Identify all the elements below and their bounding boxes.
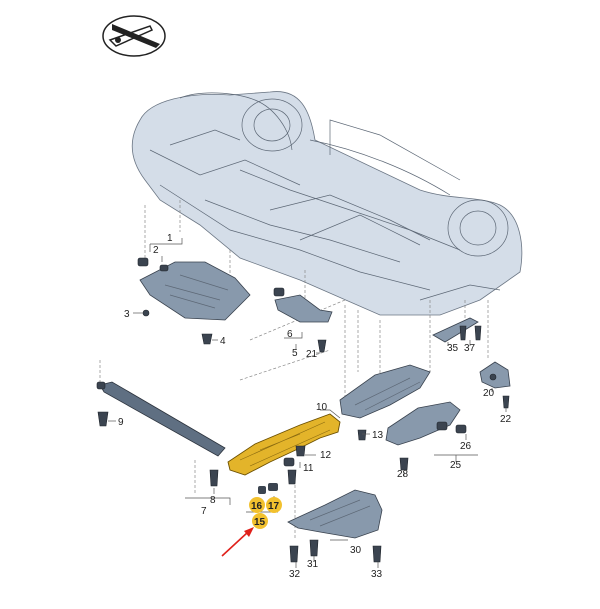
label-32: 32 [289, 569, 301, 580]
badge-16 [249, 497, 265, 513]
label-35: 35 [447, 343, 459, 354]
label-21: 21 [306, 349, 318, 360]
badge-17 [266, 497, 282, 513]
label-5: 5 [292, 348, 298, 359]
engine-shield-front [137, 257, 251, 345]
badge-15 [252, 513, 268, 529]
label-9: 9 [118, 417, 124, 428]
label-3: 3 [124, 309, 130, 320]
label-16: 16 [251, 501, 263, 512]
bracket-part-35 [432, 317, 482, 343]
label-1: 1 [167, 233, 173, 244]
red-pointer-arrow [221, 527, 254, 557]
label-7: 7 [201, 506, 207, 517]
label-15: 15 [254, 517, 266, 528]
label-8: 8 [210, 495, 216, 506]
rear-shield-part-25 [385, 401, 467, 471]
label-26: 26 [460, 441, 472, 452]
label-10: 10 [316, 402, 328, 413]
label-4: 4 [220, 336, 226, 347]
bracket-part-6 [273, 287, 333, 353]
label-6: 6 [287, 329, 293, 340]
strut-bar-part-7 [96, 381, 226, 487]
label-13: 13 [372, 430, 384, 441]
highlighted-underbody-panel [227, 413, 341, 494]
highlight-badges [249, 497, 282, 529]
part-labels: 1 2 3 4 5 6 7 8 9 10 11 12 13 15 16 17 2… [118, 233, 512, 580]
side-shield-part-13 [287, 364, 431, 485]
label-33: 33 [371, 569, 383, 580]
label-12: 12 [320, 450, 332, 461]
lower-shield-part-30 [287, 489, 383, 563]
label-20: 20 [483, 388, 495, 399]
planetary-gear-icon [102, 15, 166, 57]
label-31: 31 [307, 559, 319, 570]
label-37: 37 [464, 343, 476, 354]
label-22: 22 [500, 414, 512, 425]
label-25: 25 [450, 460, 462, 471]
label-11: 11 [303, 463, 314, 474]
car-underbody [131, 91, 523, 316]
label-28: 28 [397, 469, 409, 480]
label-2: 2 [153, 245, 159, 256]
label-30: 30 [350, 545, 362, 556]
label-17: 17 [268, 501, 280, 512]
bracket-part-20 [479, 361, 511, 409]
